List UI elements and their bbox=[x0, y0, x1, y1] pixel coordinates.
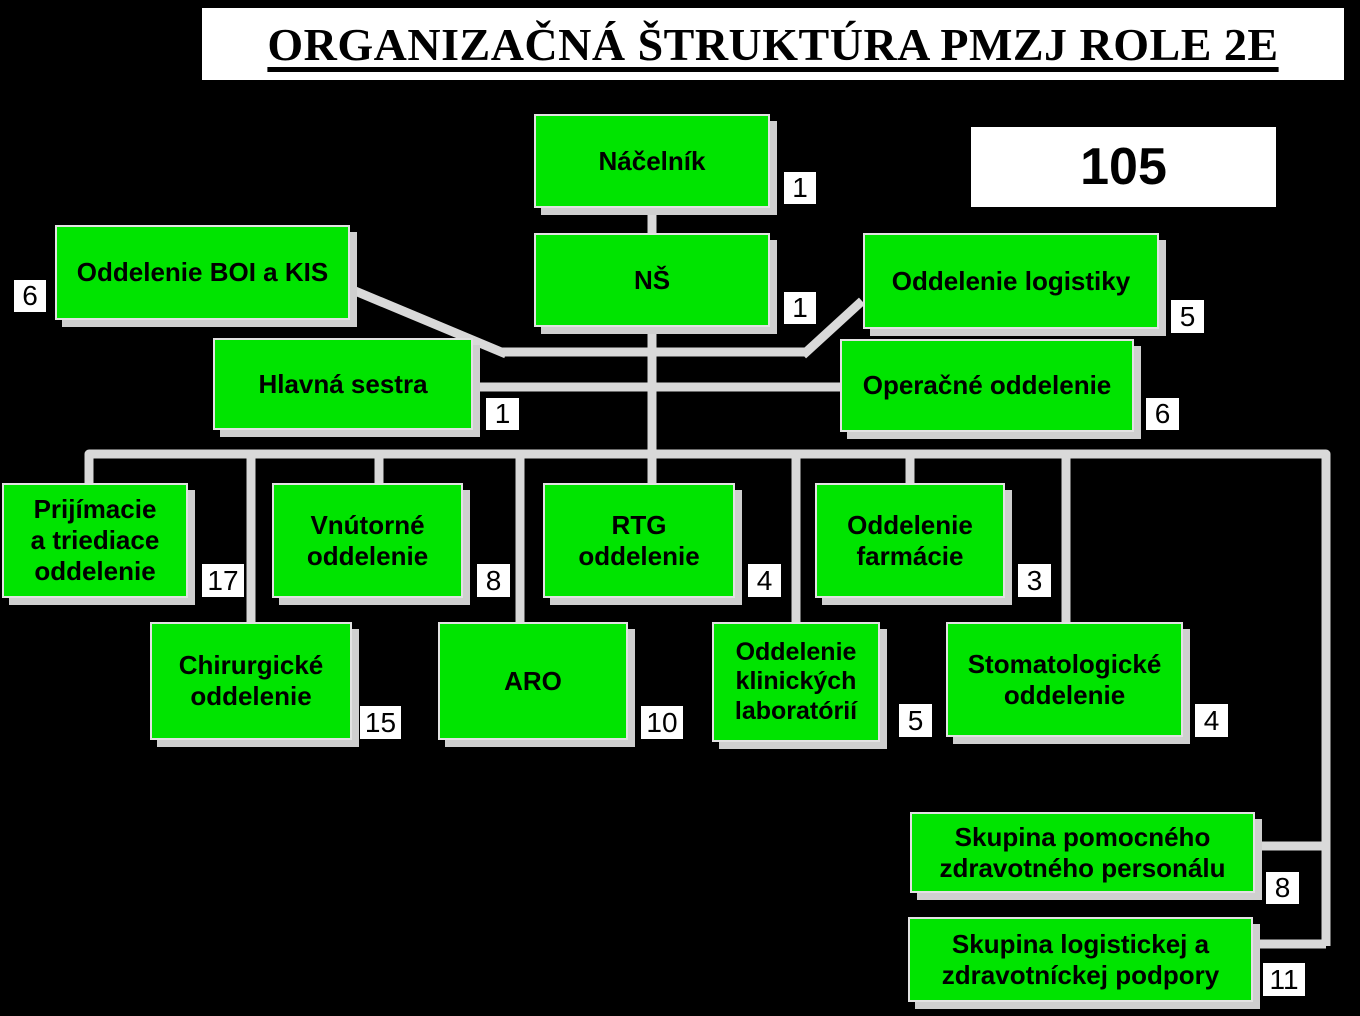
count-badge-skupina-logistickej: 11 bbox=[1263, 963, 1305, 996]
org-box-skupina-pomocneho: Skupina pomocného zdravotného personálu bbox=[910, 812, 1255, 893]
org-box-vnutorne: Vnútorné oddelenie bbox=[272, 483, 463, 598]
count-badge-vnutorne: 8 bbox=[477, 564, 510, 597]
count-badge-nacelnik: 1 bbox=[784, 172, 816, 204]
count-badge-boi-kis: 6 bbox=[14, 280, 46, 312]
count-badge-operacne: 6 bbox=[1146, 398, 1179, 430]
org-box-stomatologicke: Stomatologické oddelenie bbox=[946, 622, 1183, 737]
count-badge-farmacie: 3 bbox=[1018, 564, 1051, 597]
count-badge-rtg: 4 bbox=[748, 564, 781, 597]
org-box-hlavna-sestra: Hlavná sestra bbox=[213, 338, 473, 430]
org-box-klinicke-lab: Oddelenie klinických laboratórií bbox=[712, 622, 880, 742]
count-badge-prijimacie: 17 bbox=[202, 564, 244, 597]
org-box-ns: NŠ bbox=[534, 233, 770, 327]
total-personnel-box: 105 bbox=[971, 127, 1276, 207]
connector bbox=[346, 283, 508, 359]
org-box-skupina-logistickej: Skupina logistickej a zdravotníckej podp… bbox=[908, 917, 1253, 1002]
org-box-logistiky: Oddelenie logistiky bbox=[863, 233, 1159, 329]
count-badge-klinicke-lab: 5 bbox=[899, 704, 932, 737]
org-box-farmacie: Oddelenie farmácie bbox=[815, 483, 1005, 598]
count-badge-ns: 1 bbox=[784, 292, 816, 324]
org-box-nacelnik: Náčelník bbox=[534, 114, 770, 208]
org-box-rtg: RTG oddelenie bbox=[543, 483, 735, 598]
count-badge-chirurgicke: 15 bbox=[360, 706, 401, 739]
count-badge-logistiky: 5 bbox=[1171, 300, 1204, 333]
count-badge-aro: 10 bbox=[641, 706, 683, 739]
chart-title: ORGANIZAČNÁ ŠTRUKTÚRA PMZJ ROLE 2E bbox=[267, 18, 1279, 70]
chart-title-box: ORGANIZAČNÁ ŠTRUKTÚRA PMZJ ROLE 2E bbox=[200, 6, 1346, 82]
org-box-boi-kis: Oddelenie BOI a KIS bbox=[55, 225, 350, 320]
count-badge-stomatologicke: 4 bbox=[1195, 704, 1228, 737]
org-box-chirurgicke: Chirurgické oddelenie bbox=[150, 622, 352, 740]
count-badge-skupina-pomocneho: 8 bbox=[1266, 872, 1299, 904]
connector bbox=[799, 297, 866, 359]
org-box-aro: ARO bbox=[438, 622, 628, 740]
count-badge-hlavna-sestra: 1 bbox=[486, 398, 519, 430]
org-box-prijimacie: Prijímacie a triediace oddelenie bbox=[2, 483, 188, 598]
org-box-operacne: Operačné oddelenie bbox=[840, 339, 1134, 432]
